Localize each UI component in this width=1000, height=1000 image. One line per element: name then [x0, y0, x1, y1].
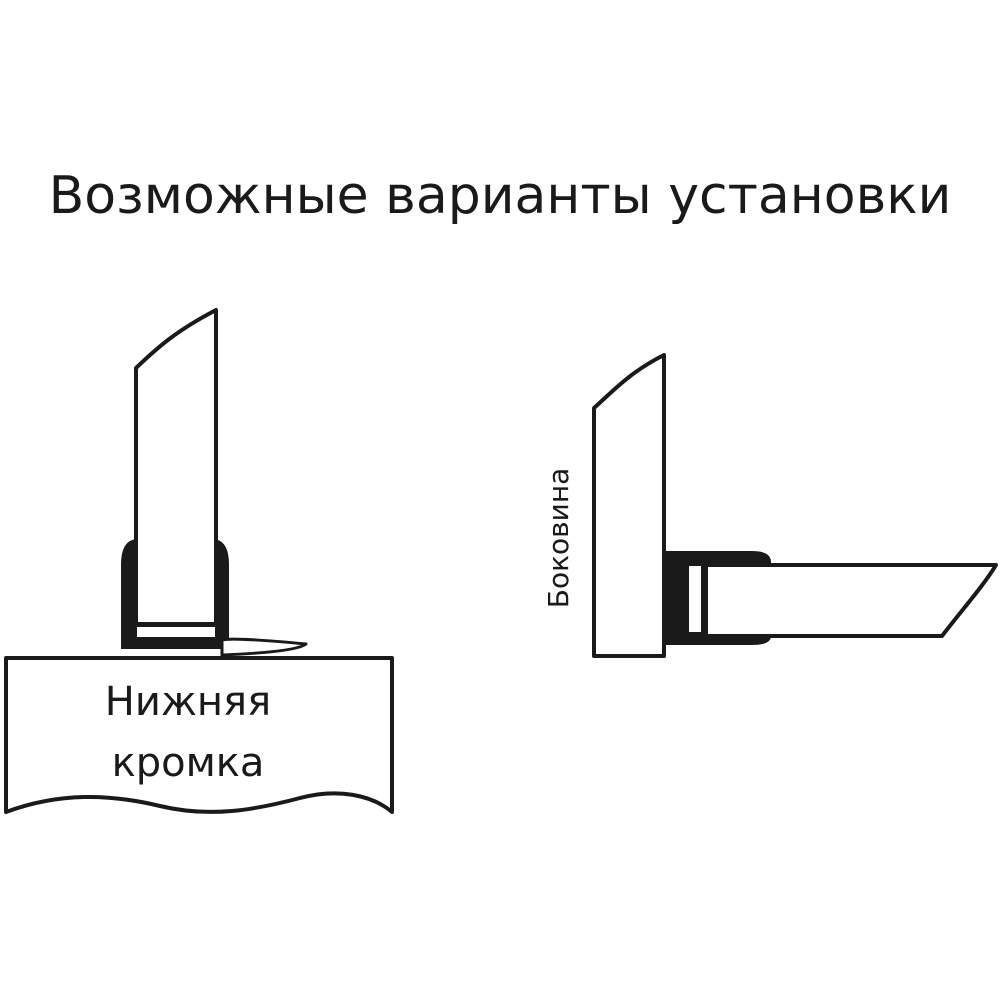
side-seal-inner	[687, 564, 703, 634]
glass-pane-horizontal	[704, 563, 998, 638]
page-title: Возможные варианты установки	[48, 166, 952, 226]
bottom-edge-label-line-2: кромка	[112, 740, 265, 786]
side-panel-label: Боковина	[542, 468, 575, 609]
side-panel	[592, 353, 666, 658]
bottom-edge-board	[4, 656, 394, 814]
variant-side-panel: Боковина	[542, 353, 998, 658]
bottom-seal-inner	[135, 625, 217, 639]
bottom-seal-lip	[220, 637, 308, 657]
bottom-edge-label-line-1: Нижняя	[105, 679, 271, 725]
variant-bottom-edge: Нижняя кромка	[4, 308, 394, 814]
glass-pane-vertical	[134, 308, 218, 626]
